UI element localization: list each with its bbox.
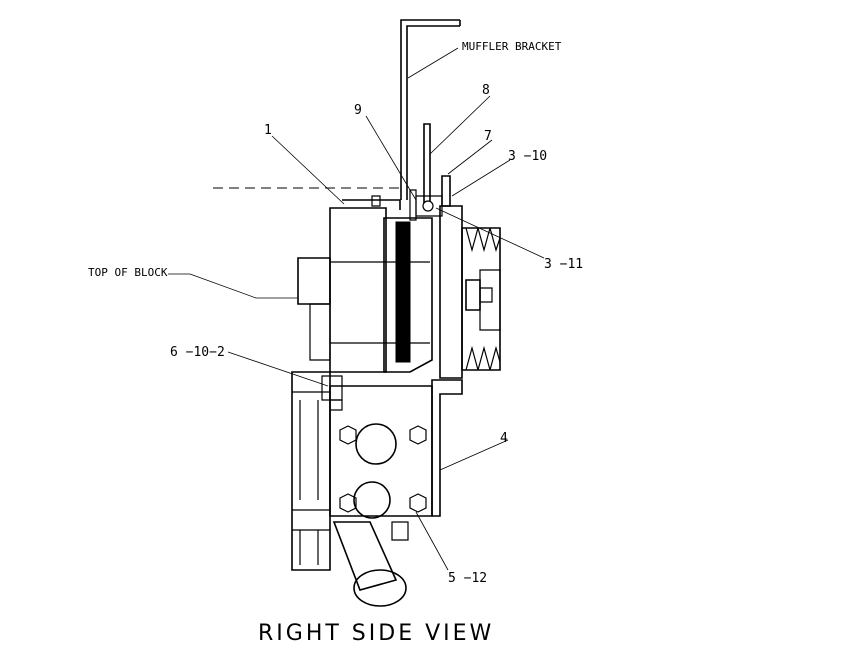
adjusting-plate: [409, 123, 451, 221]
callout-3-11: 3 −11: [544, 257, 583, 272]
callout-9: 9: [354, 103, 362, 118]
callout-6-10-2: 6 −10−2: [170, 345, 225, 360]
leader-lines: [168, 47, 545, 571]
callout-4: 4: [500, 431, 508, 446]
view-title: RIGHT SIDE VIEW: [258, 621, 494, 646]
callout-8: 8: [482, 83, 490, 98]
mounting-bracket: [329, 379, 463, 517]
callout-5-12: 5 −12: [448, 571, 487, 586]
water-outlet-elbow: [332, 481, 409, 607]
alternator-body: [297, 195, 433, 373]
callout-1: 1: [264, 123, 272, 138]
callout-3-10: 3 −10: [508, 149, 547, 164]
muffler-bracket-part: [400, 19, 461, 200]
callout-top-of-block: TOP OF BLOCK: [88, 266, 168, 279]
callout-muffler-bracket: MUFFLER BRACKET: [462, 40, 562, 53]
pulley-assembly: [439, 205, 501, 379]
engine-block-section: [291, 371, 343, 571]
callout-7: 7: [484, 129, 492, 144]
